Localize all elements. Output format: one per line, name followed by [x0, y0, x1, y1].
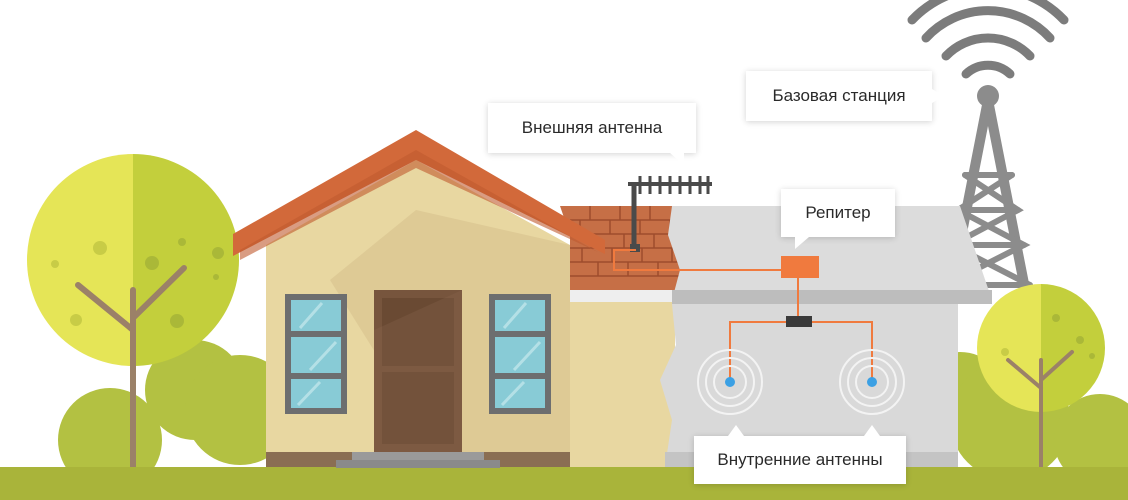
repeater-icon: [781, 256, 819, 278]
radio-waves-icon: [907, 0, 1069, 79]
right-window: [489, 294, 551, 414]
repeater-text: Репитер: [805, 203, 871, 222]
tower-top-icon: [977, 85, 999, 107]
splitter-icon: [786, 316, 812, 327]
left-window: [285, 294, 347, 414]
internal-antenna-left-icon: [697, 349, 763, 415]
front-door: [336, 290, 500, 468]
external-antenna-icon: [628, 176, 712, 252]
external-antenna-label: Внешняя антенна: [488, 103, 696, 165]
external-antenna-text: Внешняя антенна: [521, 118, 663, 137]
annex-wall: [565, 302, 675, 467]
left-tree: [27, 154, 239, 473]
repeater-label: Репитер: [781, 189, 895, 249]
internal-antennas-label: Внутренние антенны: [694, 425, 906, 484]
shingle-roof: [560, 206, 680, 302]
internal-antenna-right-icon: [839, 349, 905, 415]
base-station-label: Базовая станция: [746, 71, 944, 121]
internal-antennas-text: Внутренние антенны: [717, 450, 883, 469]
ground: [0, 467, 1128, 500]
cutaway-interior: [660, 206, 992, 467]
base-station-text: Базовая станция: [772, 86, 906, 105]
cables: [613, 249, 873, 382]
right-tree: [977, 284, 1105, 472]
